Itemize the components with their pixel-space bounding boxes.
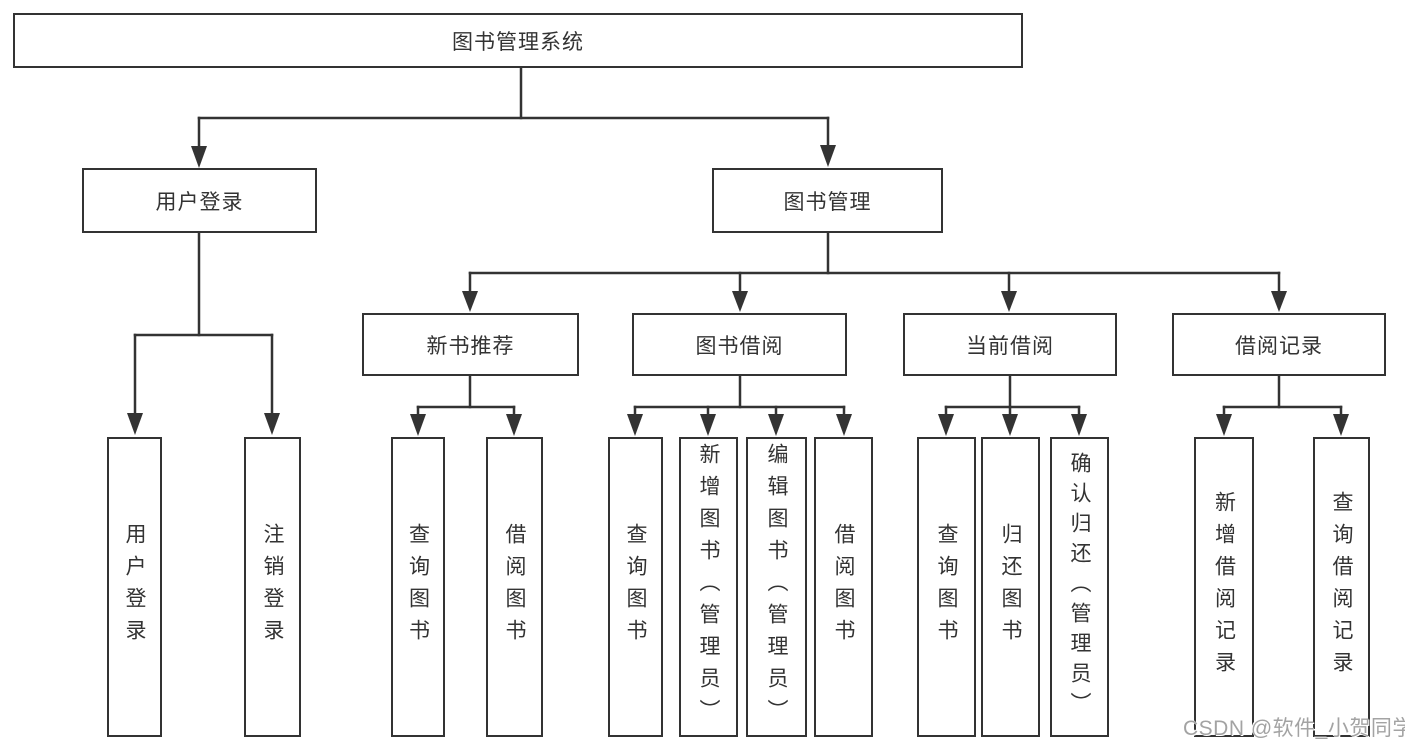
arrowhead	[1001, 291, 1017, 312]
leaf-borrow-query-books: 查询图书	[608, 437, 663, 737]
arrowhead	[410, 414, 426, 436]
arrowhead	[1216, 414, 1232, 436]
node-label: 查询图书	[406, 523, 430, 651]
node-borrow-records: 借阅记录	[1172, 313, 1386, 376]
leaf-current-confirm-return-admin: 确认归还（管理员）	[1050, 437, 1109, 737]
arrowhead	[127, 413, 143, 435]
node-label: 新书推荐	[426, 334, 515, 358]
leaf-borrow-borrow-books: 借阅图书	[814, 437, 873, 737]
arrowhead	[732, 291, 748, 312]
node-label: 图书借阅	[695, 334, 784, 358]
node-label: 归还图书	[999, 523, 1022, 651]
leaf-records-add-record: 新增借阅记录	[1194, 437, 1254, 737]
node-label: 用户登录	[123, 523, 146, 651]
leaf-borrow-edit-books-admin: 编辑图书（管理员）	[746, 437, 807, 737]
arrowhead	[820, 145, 836, 167]
arrowhead	[1333, 414, 1349, 436]
node-label: 确认归还（管理员）	[1068, 452, 1091, 722]
leaf-recommend-borrow-books: 借阅图书	[486, 437, 543, 737]
node-root-book-management-system: 图书管理系统	[13, 13, 1023, 68]
csdn-watermark: CSDN @软件_小贺同学	[1183, 717, 1405, 740]
arrowhead	[836, 414, 852, 436]
node-label: 编辑图书（管理员）	[765, 443, 788, 731]
arrowhead	[1071, 414, 1087, 436]
node-label: 用户登录	[155, 190, 244, 214]
arrowhead	[191, 146, 207, 168]
node-new-book-recommend: 新书推荐	[362, 313, 579, 376]
node-user-login: 用户登录	[82, 168, 317, 233]
arrowhead	[506, 414, 522, 436]
node-label: 图书管理系统	[452, 30, 584, 54]
node-book-borrow: 图书借阅	[632, 313, 847, 376]
leaf-user-login: 用户登录	[107, 437, 162, 737]
leaf-current-query-books: 查询图书	[917, 437, 976, 737]
arrowhead	[627, 414, 643, 436]
node-book-management: 图书管理	[712, 168, 943, 233]
arrowhead	[462, 291, 478, 312]
arrowhead	[700, 414, 716, 436]
node-label: 查询图书	[935, 523, 958, 651]
node-label: 注销登录	[261, 523, 284, 651]
leaf-logout: 注销登录	[244, 437, 301, 737]
arrowhead	[768, 414, 784, 436]
node-current-borrow: 当前借阅	[903, 313, 1117, 376]
arrowhead	[1271, 291, 1287, 312]
node-label: 借阅图书	[832, 523, 855, 651]
arrowhead	[1002, 414, 1018, 436]
leaf-recommend-query-books: 查询图书	[391, 437, 445, 737]
node-label: 借阅记录	[1235, 334, 1323, 358]
node-label: 当前借阅	[966, 334, 1054, 358]
node-label: 新增借阅记录	[1212, 491, 1236, 683]
leaf-current-return-books: 归还图书	[981, 437, 1040, 737]
node-label: 查询图书	[624, 523, 647, 651]
arrowhead	[938, 414, 954, 436]
node-label: 图书管理	[783, 190, 872, 214]
leaf-records-query-record: 查询借阅记录	[1313, 437, 1370, 737]
node-label: 查询借阅记录	[1330, 491, 1353, 683]
node-label: 借阅图书	[503, 523, 526, 651]
node-label: 新增图书（管理员）	[697, 443, 720, 731]
arrowhead	[264, 413, 280, 435]
leaf-borrow-add-books-admin: 新增图书（管理员）	[679, 437, 738, 737]
